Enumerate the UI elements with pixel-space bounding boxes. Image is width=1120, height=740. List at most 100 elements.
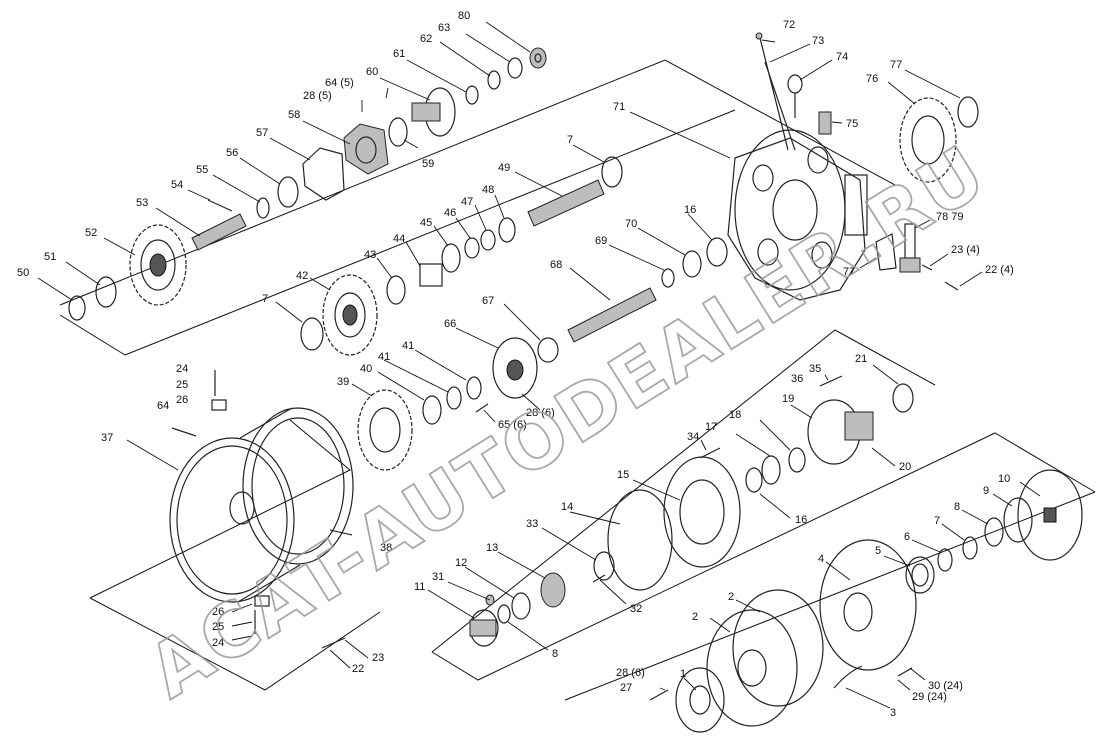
part-47-ring bbox=[480, 229, 496, 251]
label-2-a: 2 bbox=[728, 591, 734, 603]
label-35: 35 bbox=[809, 363, 821, 375]
label-56: 56 bbox=[226, 147, 238, 159]
label-63: 63 bbox=[438, 22, 450, 34]
part-34-bolt bbox=[699, 447, 721, 459]
label-47: 47 bbox=[461, 196, 473, 208]
label-43: 43 bbox=[364, 249, 376, 261]
label-53: 53 bbox=[136, 197, 148, 209]
group-frames bbox=[59, 59, 1096, 701]
label-24-a: 24 bbox=[176, 363, 188, 375]
part-77-ring bbox=[957, 96, 979, 128]
part-17-bearing bbox=[761, 455, 781, 485]
label-26-a: 26 bbox=[176, 394, 188, 406]
part-50-ring bbox=[68, 295, 86, 321]
part-46-ring bbox=[464, 237, 480, 259]
part-23-22-fasteners-right bbox=[921, 264, 959, 291]
label-36: 36 bbox=[791, 373, 803, 385]
label-23-4: 23 (4) bbox=[951, 244, 980, 256]
label-60: 60 bbox=[366, 66, 378, 78]
part-number-labels: 80 63 62 61 60 64 (5) 28 (5) 58 59 57 56… bbox=[17, 10, 1014, 719]
part-61-ring bbox=[465, 85, 479, 105]
label-65-6: 65 (6) bbox=[498, 419, 527, 431]
label-22: 22 bbox=[352, 663, 364, 675]
label-34: 34 bbox=[687, 431, 699, 443]
part-27-28-bolts bbox=[649, 689, 669, 701]
label-2-b: 2 bbox=[692, 611, 698, 623]
label-40: 40 bbox=[360, 363, 372, 375]
part-7-ring-b bbox=[300, 317, 324, 351]
part-56-bearing bbox=[277, 176, 299, 208]
part-60-flange bbox=[411, 87, 456, 137]
part-66-flange bbox=[492, 337, 538, 399]
label-44: 44 bbox=[393, 233, 405, 245]
label-77-top: 77 bbox=[890, 59, 902, 71]
label-32: 32 bbox=[630, 603, 642, 615]
label-28-6-b: 28 (6) bbox=[616, 667, 645, 679]
part-24-26-bottom-fasteners bbox=[254, 595, 346, 649]
part-55-ring bbox=[256, 197, 270, 219]
part-54-key bbox=[207, 199, 233, 212]
label-59: 59 bbox=[422, 158, 434, 170]
part-16-ring-a bbox=[706, 237, 728, 267]
label-78-79: 78 79 bbox=[936, 211, 964, 223]
part-16-ring-b bbox=[745, 467, 763, 493]
label-5: 5 bbox=[875, 545, 881, 557]
label-13: 13 bbox=[486, 542, 498, 554]
label-58: 58 bbox=[288, 109, 300, 121]
label-72: 72 bbox=[783, 19, 795, 31]
label-28-5: 28 (5) bbox=[303, 90, 332, 102]
label-71: 71 bbox=[613, 101, 625, 113]
part-1-plate bbox=[675, 667, 725, 733]
part-44-spacer bbox=[419, 263, 443, 287]
part-36-35-bolts bbox=[819, 375, 843, 387]
label-29-24: 29 (24) bbox=[912, 691, 947, 703]
label-55: 55 bbox=[196, 164, 208, 176]
label-33: 33 bbox=[526, 518, 538, 530]
part-21-ring bbox=[892, 383, 914, 413]
label-62: 62 bbox=[420, 33, 432, 45]
label-73: 73 bbox=[812, 35, 824, 47]
part-4-hub bbox=[819, 539, 917, 671]
part-41-ring-b bbox=[446, 386, 462, 410]
part-9-plate bbox=[1003, 497, 1033, 543]
label-76: 76 bbox=[866, 73, 878, 85]
label-16-a: 16 bbox=[684, 204, 696, 216]
part-39-gear bbox=[357, 389, 413, 471]
part-29-30-bolts bbox=[897, 667, 913, 677]
label-28-6-a: 28 (6) bbox=[526, 407, 555, 419]
label-75: 75 bbox=[846, 118, 858, 130]
label-77-bracket: 77 bbox=[843, 266, 855, 278]
part-40-bearing bbox=[422, 395, 442, 425]
part-52-gear bbox=[129, 224, 187, 306]
label-17: 17 bbox=[705, 421, 717, 433]
label-25-a: 25 bbox=[176, 379, 188, 391]
part-3-lever bbox=[833, 665, 863, 689]
part-63-ring bbox=[507, 57, 523, 79]
label-54: 54 bbox=[171, 179, 183, 191]
label-49: 49 bbox=[498, 162, 510, 174]
label-18: 18 bbox=[729, 409, 741, 421]
part-32-bolt bbox=[592, 574, 606, 583]
part-12-ring bbox=[511, 592, 531, 620]
part-77-bracket bbox=[875, 233, 897, 271]
label-8-b: 8 bbox=[954, 501, 960, 513]
part-48-ring bbox=[498, 217, 516, 243]
label-25-b: 25 bbox=[212, 621, 224, 633]
label-48: 48 bbox=[482, 184, 494, 196]
label-57: 57 bbox=[256, 127, 268, 139]
label-15: 15 bbox=[617, 469, 629, 481]
part-43-bearing bbox=[386, 275, 406, 305]
label-26-b: 26 bbox=[212, 606, 224, 618]
part-74-eyebolt bbox=[787, 74, 803, 118]
part-37-housing bbox=[169, 437, 295, 603]
part-13-part bbox=[540, 572, 566, 608]
label-24-b: 24 bbox=[212, 637, 224, 649]
part-5-bearing bbox=[905, 556, 935, 594]
label-11: 11 bbox=[414, 581, 425, 593]
label-10: 10 bbox=[998, 473, 1010, 485]
label-38: 38 bbox=[380, 542, 392, 554]
part-10-disc bbox=[1017, 469, 1083, 561]
part-7-ring-c bbox=[962, 536, 978, 560]
label-12: 12 bbox=[455, 557, 467, 569]
part-15-plate bbox=[663, 456, 741, 568]
